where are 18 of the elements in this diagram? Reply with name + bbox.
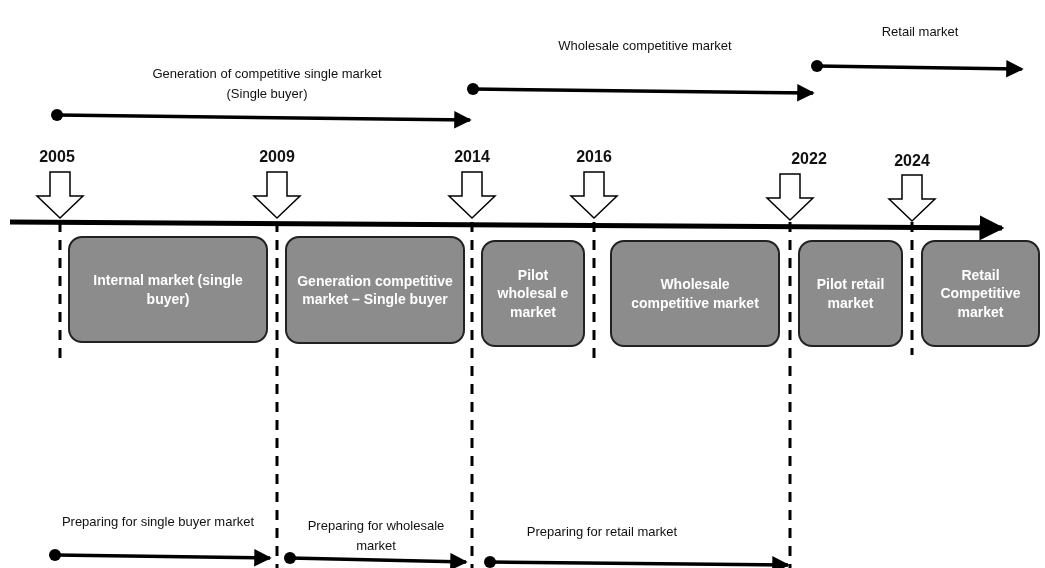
- phase-box: Retail Competitive market: [921, 240, 1040, 347]
- year-label: 2005: [38, 147, 76, 167]
- span-label: Preparing for retail market: [525, 523, 679, 541]
- phase-box: Internal market (single buyer): [68, 236, 268, 343]
- year-label: 2024: [893, 151, 931, 171]
- span-label: Preparing for single buyer market: [60, 513, 256, 531]
- year-label: 2009: [258, 147, 296, 167]
- phase-box: Pilot retail market: [798, 240, 903, 347]
- phase-box: Wholesale competitive market: [610, 240, 780, 347]
- year-label: 2014: [453, 147, 491, 167]
- span-label: Wholesale competitive market: [557, 37, 733, 55]
- phase-box: Pilot wholesal e market: [481, 240, 585, 347]
- phase-box: Generation competitive market – Single buyer: [285, 236, 465, 344]
- span-label: Generation of competitive single market (Single buyer): [151, 65, 383, 104]
- span-label: Retail market: [880, 23, 960, 41]
- year-label: 2016: [575, 147, 613, 167]
- span-label: Preparing for wholesale market: [306, 517, 446, 556]
- year-label: 2022: [790, 149, 828, 169]
